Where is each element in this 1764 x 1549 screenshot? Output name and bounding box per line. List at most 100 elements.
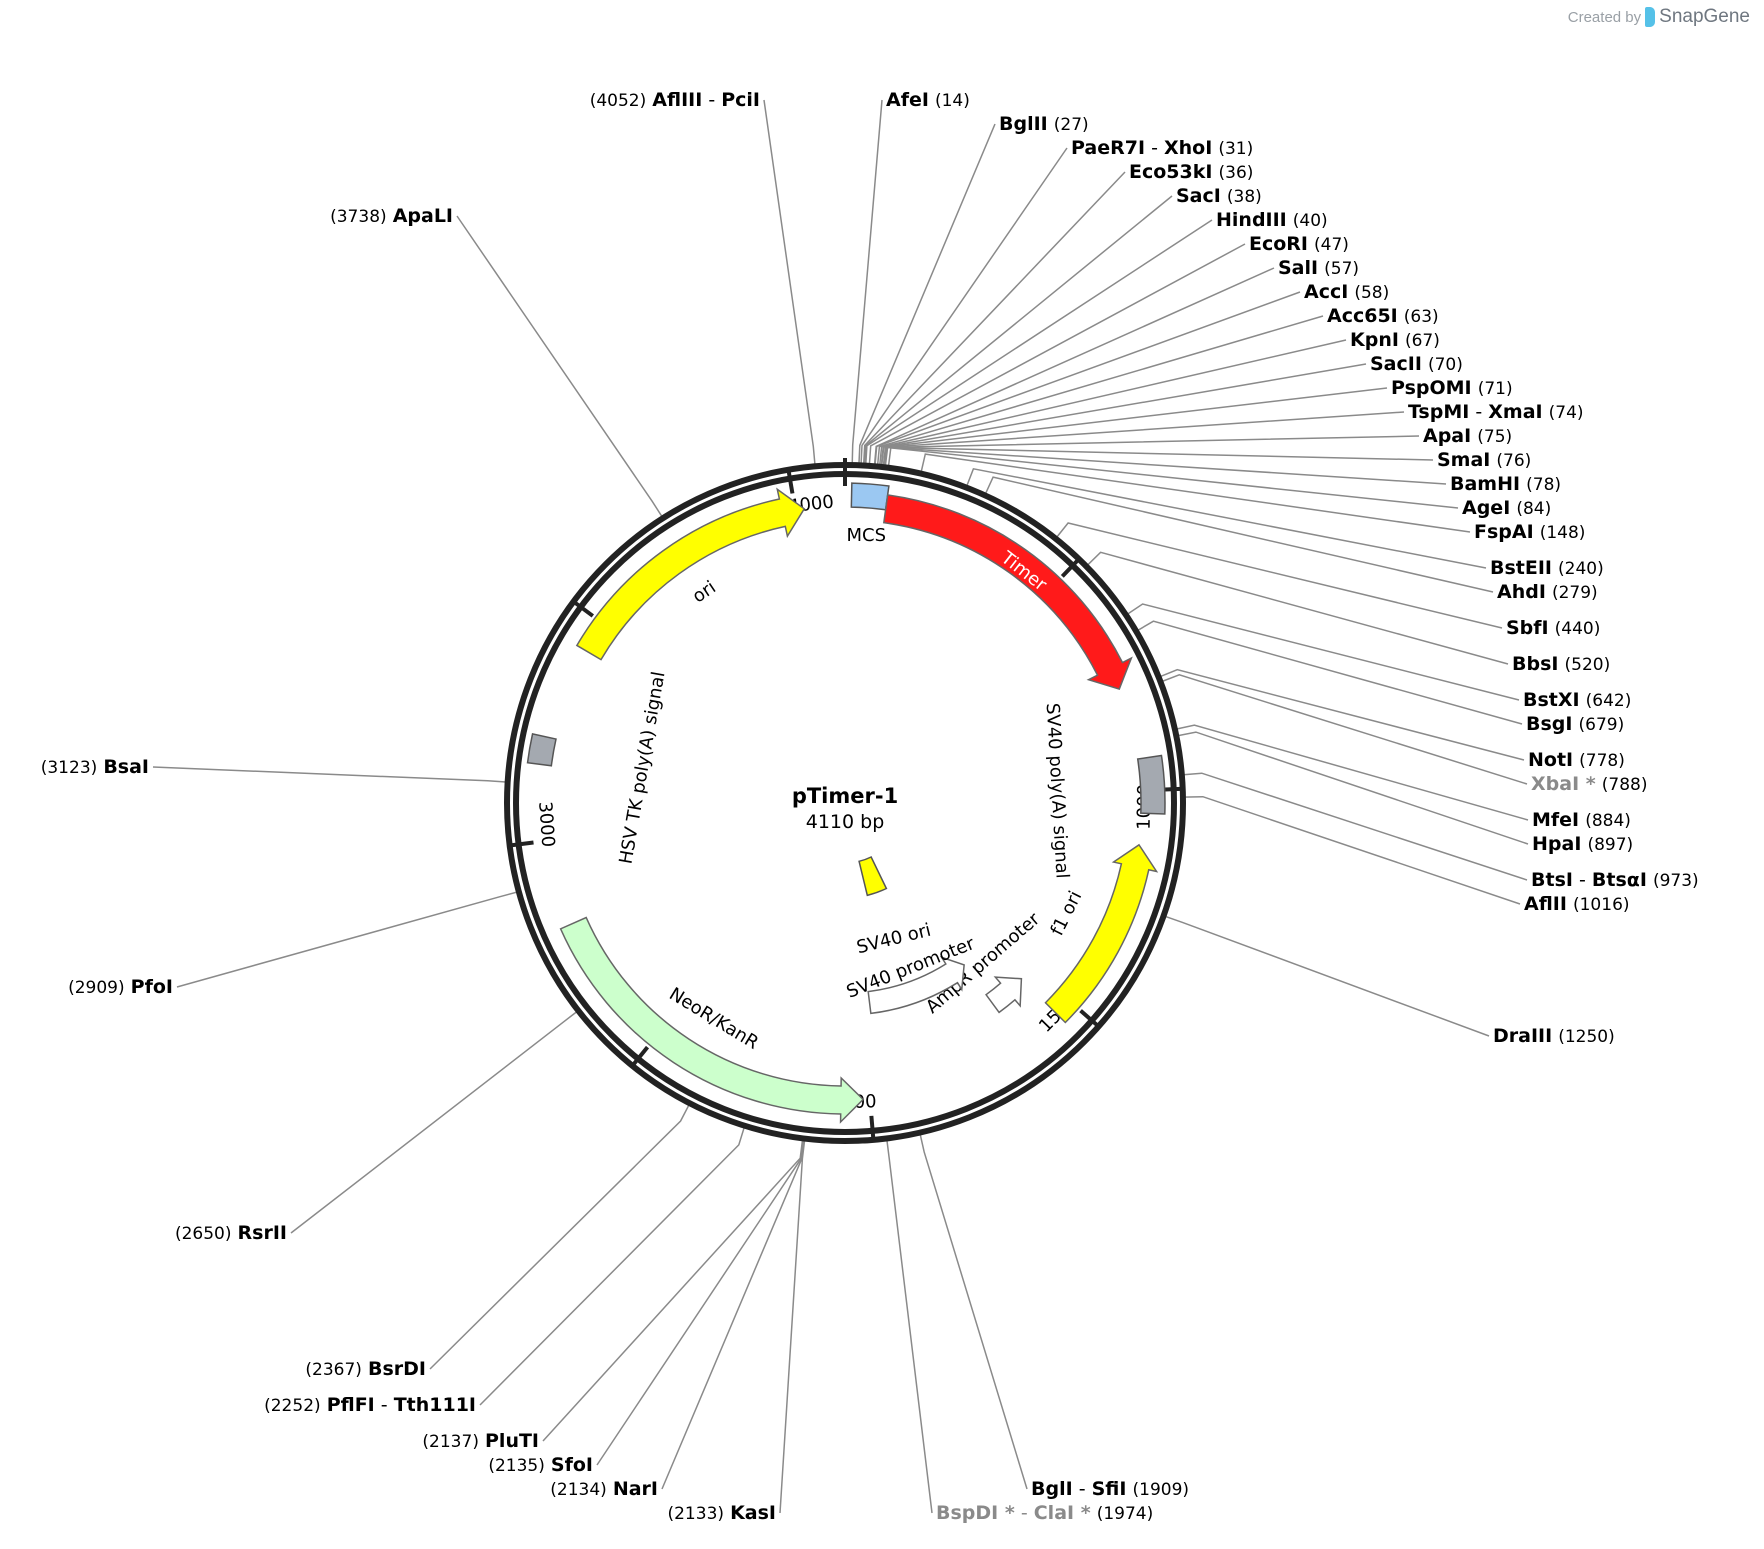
site-label-hpai[interactable]: HpaI (897) xyxy=(1532,833,1633,855)
site-name: BglI xyxy=(1031,1478,1073,1500)
site-position: (279) xyxy=(1552,583,1598,603)
site-label-bsgi[interactable]: BsgI (679) xyxy=(1526,713,1624,735)
site-label-fspai[interactable]: FspAI (148) xyxy=(1474,521,1585,543)
site-name: DraIII xyxy=(1493,1025,1552,1047)
site-label-sali[interactable]: SalI (57) xyxy=(1278,257,1359,279)
tick-2000 xyxy=(869,1115,876,1138)
leader-line-sfoi xyxy=(596,1138,805,1466)
site-name: NotI xyxy=(1528,749,1573,771)
site-label-bsai[interactable]: (3123) BsaI xyxy=(41,756,149,778)
site-label-bbsi[interactable]: BbsI (520) xyxy=(1512,653,1610,675)
site-name: BbsI xyxy=(1512,653,1558,675)
site-label-sacii[interactable]: SacII (70) xyxy=(1370,353,1463,375)
site-name: BspDI xyxy=(936,1502,998,1524)
site-position: (58) xyxy=(1354,283,1389,303)
site-label-afei[interactable]: AfeI (14) xyxy=(886,89,970,111)
site-label-sfoi[interactable]: (2135) SfoI xyxy=(488,1454,593,1476)
site-label-apali[interactable]: (3738) ApaLI xyxy=(330,205,453,227)
leader-line-acc65i xyxy=(876,315,1324,467)
site-position: (973) xyxy=(1653,871,1699,891)
neor-kanr-feature[interactable] xyxy=(559,916,865,1124)
leader-line-bsrdi xyxy=(429,1102,691,1370)
site-position: (1250) xyxy=(1558,1027,1615,1047)
site-name: BtsαI xyxy=(1592,869,1647,891)
site-label-sbfi[interactable]: SbfI (440) xyxy=(1506,617,1600,639)
timer-feature[interactable] xyxy=(882,494,1133,691)
f1-ori-feature[interactable] xyxy=(1044,843,1159,1024)
site-label-mfei[interactable]: MfeI (884) xyxy=(1532,809,1631,831)
site-label-xbai[interactable]: XbaI * (788) xyxy=(1531,773,1647,795)
site-label-eco53ki[interactable]: Eco53kI (36) xyxy=(1129,161,1253,183)
site-label-pspomi[interactable]: PspOMI (71) xyxy=(1391,377,1513,399)
leader-line-ahdi xyxy=(984,476,1494,593)
sv40-ori-feature[interactable] xyxy=(858,855,888,897)
site-label-draiii[interactable]: DraIII (1250) xyxy=(1493,1025,1615,1047)
hsv-tk-poly-a-signal-feature[interactable] xyxy=(526,732,557,767)
leader-line-apali xyxy=(456,215,664,519)
site-label-agei[interactable]: AgeI (84) xyxy=(1462,497,1551,519)
site-name: XbaI xyxy=(1531,773,1579,795)
site-label-paer7i[interactable]: PaeR7I - XhoI (31) xyxy=(1071,137,1253,159)
site-label-kpni[interactable]: KpnI (67) xyxy=(1350,329,1440,351)
mcs-feature[interactable] xyxy=(850,482,890,511)
site-label-ahdi[interactable]: AhdI (279) xyxy=(1497,581,1598,603)
site-label-bspdi[interactable]: BspDI * - ClaI * (1974) xyxy=(936,1502,1153,1524)
site-label-acci[interactable]: AccI (58) xyxy=(1304,281,1389,303)
site-label-hindiii[interactable]: HindIII (40) xyxy=(1216,209,1328,231)
site-label-afliii[interactable]: (4052) AflIII - PciI xyxy=(590,89,760,111)
leader-line-bbsi xyxy=(1085,551,1509,665)
site-label-bamhi[interactable]: BamHI (78) xyxy=(1450,473,1561,495)
site-label-smai[interactable]: SmaI (76) xyxy=(1437,449,1531,471)
site-name: NarI xyxy=(613,1478,658,1500)
site-name: BtsI xyxy=(1531,869,1573,891)
sv40-poly-a-signal-label: SV40 poly(A) signal xyxy=(1042,702,1073,879)
site-position: (2137) xyxy=(422,1432,479,1452)
tick-3000 xyxy=(511,840,534,848)
site-label-bsrdi[interactable]: (2367) BsrDI xyxy=(305,1358,426,1380)
site-label-ecori[interactable]: EcoRI (47) xyxy=(1249,233,1349,255)
ori-feature[interactable] xyxy=(575,487,806,661)
site-label-rsrii[interactable]: (2650) RsrII xyxy=(175,1222,287,1244)
site-label-nari[interactable]: (2134) NarI xyxy=(550,1478,658,1500)
leader-line-ecori xyxy=(868,243,1246,466)
leader-line-afei xyxy=(851,99,883,466)
site-label-pflfi[interactable]: (2252) PflFI - Tth111I xyxy=(264,1394,476,1416)
site-text: - xyxy=(375,1394,394,1416)
site-label-kasi[interactable]: (2133) KasI xyxy=(667,1502,776,1524)
sv40-poly-a-signal-feature[interactable] xyxy=(1136,754,1166,815)
site-label-acc65i[interactable]: Acc65I (63) xyxy=(1327,305,1439,327)
site-label-pfoi[interactable]: (2909) PfoI xyxy=(68,976,173,998)
site-label-bgli[interactable]: BglI - SfiI (1909) xyxy=(1031,1478,1189,1500)
site-label-btsi[interactable]: BtsI - BtsαI (973) xyxy=(1531,869,1699,891)
site-text: - xyxy=(1145,137,1164,159)
site-name: XmaI xyxy=(1488,401,1542,423)
site-label-tspmi[interactable]: TspMI - XmaI (74) xyxy=(1408,401,1584,423)
site-label-pluti[interactable]: (2137) PluTI xyxy=(422,1430,539,1452)
site-name: AccI xyxy=(1304,281,1348,303)
site-name: SacII xyxy=(1370,353,1422,375)
tick-2500 xyxy=(632,1045,650,1066)
site-name: BsrDI xyxy=(368,1358,426,1380)
site-label-bsteii[interactable]: BstEII (240) xyxy=(1490,557,1604,579)
site-position: (63) xyxy=(1404,307,1439,327)
site-label-bstxi[interactable]: BstXI (642) xyxy=(1523,689,1631,711)
site-label-apai[interactable]: ApaI (75) xyxy=(1423,425,1512,447)
site-label-aflii[interactable]: AflII (1016) xyxy=(1524,893,1630,915)
leader-line-btsi xyxy=(1181,772,1528,881)
site-label-saci[interactable]: SacI (38) xyxy=(1176,185,1262,207)
ampr-promoter-feature[interactable] xyxy=(985,976,1023,1014)
sv40-promoter-feature[interactable] xyxy=(867,955,965,1015)
site-label-noti[interactable]: NotI (778) xyxy=(1528,749,1625,771)
site-position: (3123) xyxy=(41,758,98,778)
leader-line-eco53ki xyxy=(862,171,1126,466)
site-label-bglii[interactable]: BglII (27) xyxy=(999,113,1089,135)
site-star: * xyxy=(998,1502,1015,1524)
site-name: KpnI xyxy=(1350,329,1399,351)
tick-4000 xyxy=(786,471,795,494)
site-position: (57) xyxy=(1324,259,1359,279)
site-position: (2252) xyxy=(264,1396,321,1416)
site-name: SfoI xyxy=(551,1454,593,1476)
site-name: Acc65I xyxy=(1327,305,1398,327)
